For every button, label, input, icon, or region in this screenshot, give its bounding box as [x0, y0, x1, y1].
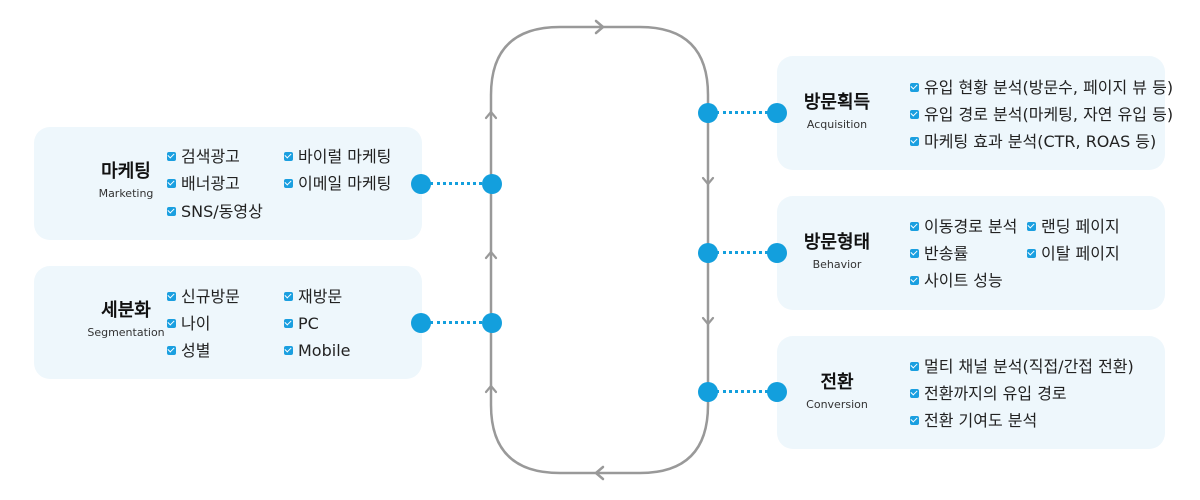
connector-dot: [411, 174, 431, 194]
check-icon: [167, 152, 176, 161]
check-icon: [167, 292, 176, 301]
check-icon: [284, 152, 293, 161]
check-icon: [167, 319, 176, 328]
card-title: 방문형태: [803, 232, 871, 253]
list-item: 유입 경로 분석(마케팅, 자연 유입 등): [910, 107, 1173, 123]
connector-dot: [698, 243, 718, 263]
check-icon: [284, 319, 293, 328]
list-item: 이탈 페이지: [1027, 246, 1120, 262]
connector-line: [430, 182, 482, 185]
list-item: 반송률: [910, 246, 968, 262]
list-item: 전환까지의 유입 경로: [910, 386, 1067, 402]
list-item: PC: [284, 316, 319, 332]
check-icon: [1027, 249, 1036, 258]
list-item: 배너광고: [167, 176, 240, 192]
list-item: 마케팅 효과 분석(CTR, ROAS 등): [910, 134, 1156, 150]
list-item: 전환 기여도 분석: [910, 413, 1037, 429]
list-item: SNS/동영상: [167, 204, 263, 220]
arrow-left-icon: [594, 465, 605, 481]
check-icon: [1027, 222, 1036, 231]
list-item: 재방문: [284, 289, 342, 305]
list-item: 랜딩 페이지: [1027, 219, 1120, 235]
connector-dot: [482, 313, 502, 333]
connector-dot: [698, 382, 718, 402]
card-subtitle: Marketing: [98, 187, 154, 200]
connector-dot: [482, 174, 502, 194]
connector-dot: [698, 103, 718, 123]
list-item: 이메일 마케팅: [284, 176, 391, 192]
check-icon: [910, 137, 919, 146]
list-item: 이동경로 분석: [910, 219, 1017, 235]
check-icon: [910, 110, 919, 119]
connector-dot: [411, 313, 431, 333]
check-icon: [910, 249, 919, 258]
connector-line: [430, 321, 482, 324]
arrow-up-icon: [484, 110, 498, 120]
list-item: 사이트 성능: [910, 273, 1003, 289]
check-icon: [910, 416, 919, 425]
arrow-up-icon: [484, 384, 498, 394]
connector-line: [716, 251, 768, 254]
card-subtitle: Conversion: [806, 398, 868, 411]
card-title: 방문획득: [803, 92, 871, 113]
list-item: 바이럴 마케팅: [284, 149, 391, 165]
check-icon: [910, 276, 919, 285]
segmentation-card: 세분화 Segmentation 신규방문 재방문 나이 PC 성별 Mobil…: [34, 266, 422, 379]
check-icon: [910, 83, 919, 92]
conversion-card: 전환 Conversion 멀티 채널 분석(직접/간접 전환) 전환까지의 유…: [777, 336, 1165, 449]
list-item: 신규방문: [167, 289, 240, 305]
acquisition-card: 방문획득 Acquisition 유입 현황 분석(방문수, 페이지 뷰 등) …: [777, 56, 1173, 170]
check-icon: [910, 389, 919, 398]
loop-path: [489, 25, 710, 475]
arrow-up-icon: [484, 250, 498, 260]
card-title: 세분화: [101, 300, 151, 321]
card-title: 마케팅: [101, 161, 151, 182]
list-item: 성별: [167, 343, 210, 359]
list-item: 나이: [167, 316, 210, 332]
check-icon: [284, 292, 293, 301]
arrow-right-icon: [594, 19, 605, 35]
list-item: 멀티 채널 분석(직접/간접 전환): [910, 359, 1134, 375]
card-subtitle: Acquisition: [806, 118, 868, 131]
check-icon: [284, 179, 293, 188]
connector-dot: [767, 103, 787, 123]
card-subtitle: Segmentation: [87, 326, 165, 339]
check-icon: [284, 346, 293, 355]
check-icon: [910, 222, 919, 231]
check-icon: [167, 346, 176, 355]
arrow-down-icon: [701, 176, 715, 186]
check-icon: [167, 207, 176, 216]
card-subtitle: Behavior: [812, 258, 862, 271]
list-item: 검색광고: [167, 149, 240, 165]
arrow-down-icon: [701, 316, 715, 326]
check-icon: [910, 362, 919, 371]
card-title: 전환: [820, 372, 854, 393]
marketing-card: 마케팅 Marketing 검색광고 바이럴 마케팅 배너광고 이메일 마케팅 …: [34, 127, 422, 240]
list-item: Mobile: [284, 343, 350, 359]
behavior-card: 방문형태 Behavior 이동경로 분석 랜딩 페이지 반송률 이탈 페이지 …: [777, 196, 1165, 310]
connector-dot: [767, 382, 787, 402]
connector-line: [716, 390, 768, 393]
check-icon: [167, 179, 176, 188]
list-item: 유입 현황 분석(방문수, 페이지 뷰 등): [910, 80, 1173, 96]
connector-line: [716, 111, 768, 114]
connector-dot: [767, 243, 787, 263]
